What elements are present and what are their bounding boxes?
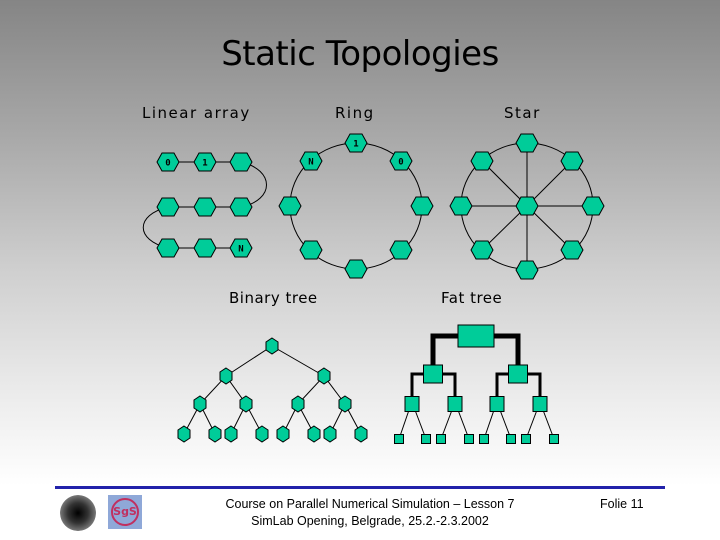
node-label: N — [238, 245, 243, 255]
footer-event: SimLab Opening, Belgrade, 25.2.-2.3.2002 — [251, 514, 489, 528]
node — [506, 434, 516, 444]
node — [229, 238, 253, 258]
node — [323, 425, 337, 443]
node — [449, 196, 473, 216]
node-label: 1 — [353, 140, 358, 150]
node — [193, 395, 207, 413]
node — [177, 425, 191, 443]
label-binary-tree: Binary tree — [229, 289, 318, 307]
node — [470, 151, 494, 171]
node — [470, 240, 494, 260]
node — [560, 151, 584, 171]
link — [410, 372, 542, 404]
node — [394, 434, 404, 444]
label-fat-tree: Fat tree — [441, 289, 503, 307]
link — [526, 205, 573, 251]
node — [193, 238, 217, 258]
link — [430, 333, 521, 374]
node — [457, 324, 495, 348]
node — [479, 434, 489, 444]
node — [515, 260, 539, 280]
link — [225, 345, 273, 377]
label-star: Star — [504, 104, 541, 122]
node — [156, 238, 180, 258]
node — [508, 364, 528, 384]
node-label: 1 — [202, 159, 207, 169]
node — [208, 425, 222, 443]
node — [515, 133, 539, 153]
node — [389, 151, 413, 171]
footer-rule — [55, 486, 665, 489]
node — [193, 197, 217, 217]
node — [489, 396, 505, 412]
node — [307, 425, 321, 443]
node — [156, 197, 180, 217]
university-logo — [60, 495, 96, 531]
node — [255, 425, 269, 443]
node — [560, 240, 584, 260]
link — [271, 345, 325, 377]
node — [410, 196, 434, 216]
node — [299, 151, 323, 171]
node — [464, 434, 474, 444]
node — [317, 367, 331, 385]
node — [338, 395, 352, 413]
node — [299, 240, 323, 260]
footer-course: Course on Parallel Numerical Simulation … — [225, 497, 515, 511]
node — [515, 196, 539, 216]
node — [421, 434, 431, 444]
node — [265, 337, 279, 355]
node — [436, 434, 446, 444]
node — [291, 395, 305, 413]
node — [276, 425, 290, 443]
node — [156, 152, 180, 172]
node — [447, 396, 463, 412]
simlab-logo: SgS — [108, 495, 142, 529]
node — [219, 367, 233, 385]
node — [229, 197, 253, 217]
node-label: 0 — [165, 159, 170, 169]
node-label: N — [308, 158, 313, 168]
node — [239, 395, 253, 413]
node — [581, 196, 605, 216]
node — [229, 152, 253, 172]
slide-title: Static Topologies — [221, 34, 499, 74]
link — [526, 160, 573, 207]
node — [532, 396, 548, 412]
link — [481, 160, 528, 207]
node — [344, 133, 368, 153]
node — [423, 364, 443, 384]
node — [521, 434, 531, 444]
node — [389, 240, 413, 260]
node — [278, 196, 302, 216]
link — [481, 205, 528, 251]
node — [404, 396, 420, 412]
node — [193, 152, 217, 172]
label-ring: Ring — [335, 104, 375, 122]
node — [354, 425, 368, 443]
node — [224, 425, 238, 443]
node — [549, 434, 559, 444]
node-label: 0 — [398, 158, 403, 168]
label-linear-array: Linear array — [142, 104, 251, 122]
slide-number: Folie 11 — [600, 497, 644, 511]
node — [344, 259, 368, 279]
